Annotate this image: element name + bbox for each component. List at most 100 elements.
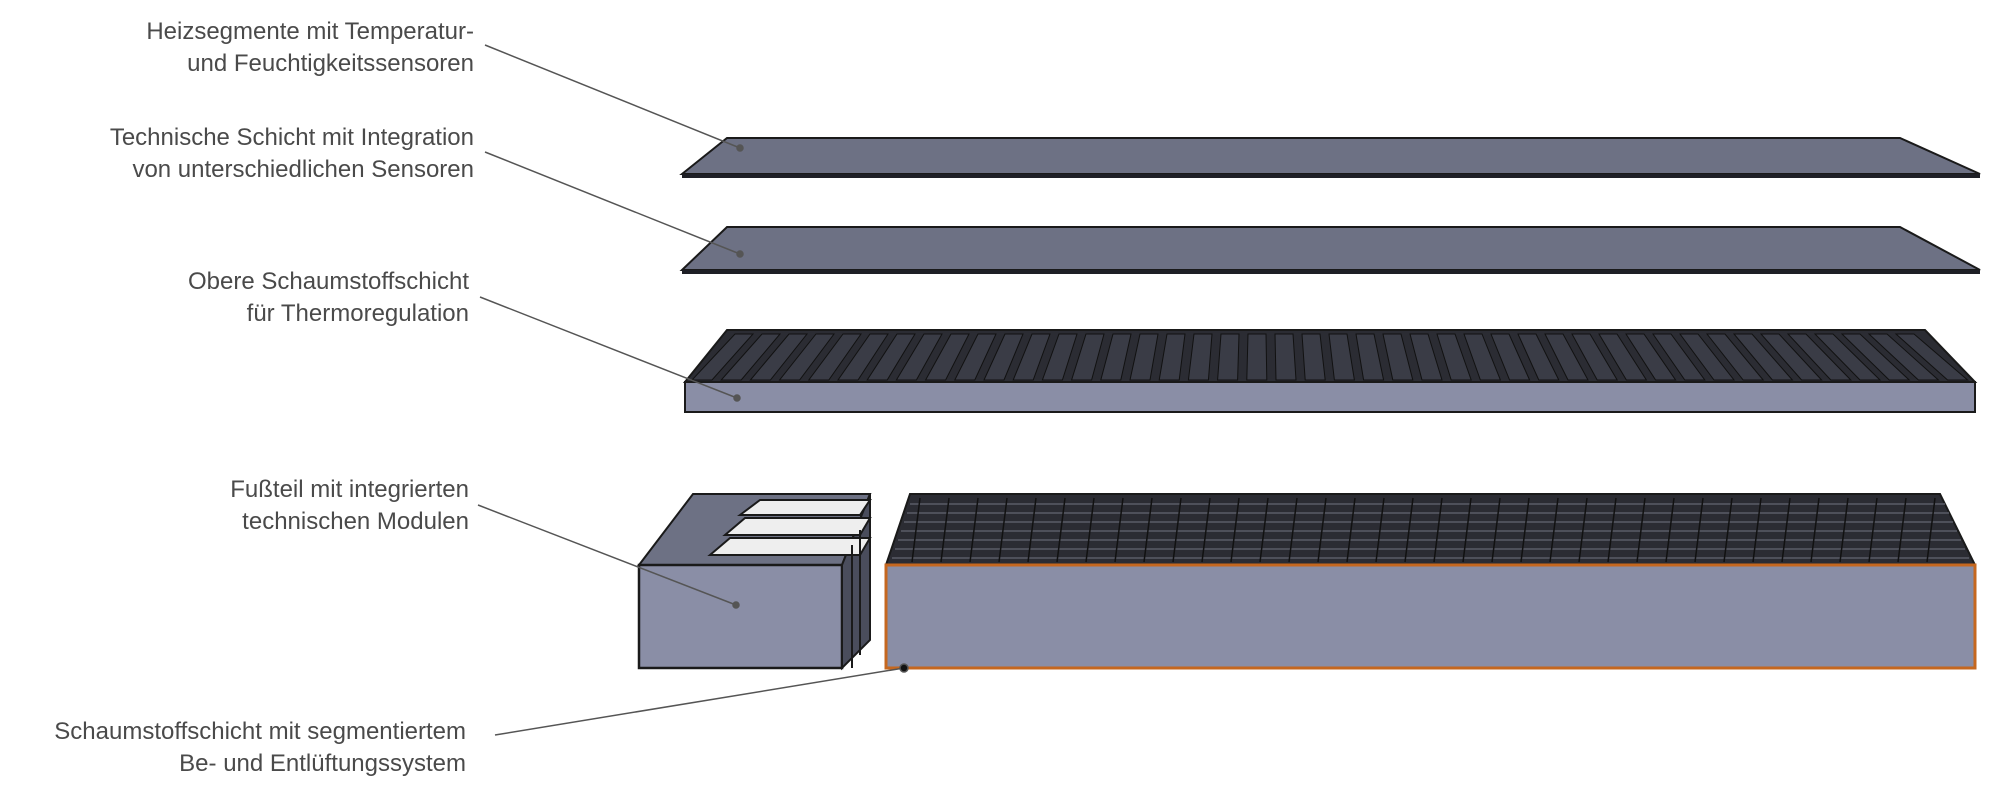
label-technical-layer-line1: Technische Schicht mit Integration bbox=[109, 124, 474, 151]
foam-rib bbox=[1328, 333, 1355, 381]
label-heating-segments-line1: Heizsegmente mit Temperatur- bbox=[146, 18, 474, 45]
base-channel-divider bbox=[1636, 497, 1646, 563]
foam-rib bbox=[1652, 333, 1706, 381]
foam-rib bbox=[778, 333, 835, 381]
base-channel-divider bbox=[1317, 497, 1327, 563]
base-channel-divider bbox=[1810, 497, 1820, 563]
base-channel-divider bbox=[1114, 497, 1124, 563]
foam-rib bbox=[983, 333, 1024, 381]
layer-heating-segments bbox=[679, 137, 1981, 178]
base-channel-divider bbox=[911, 497, 921, 563]
foam-rib bbox=[1070, 333, 1105, 381]
base-channel-divider bbox=[1230, 497, 1240, 563]
layer-foot-module bbox=[636, 493, 872, 671]
base-channel-divider bbox=[1868, 497, 1878, 563]
foam-rib bbox=[1679, 333, 1736, 381]
base-channel-divider bbox=[1520, 497, 1530, 563]
foam-rib bbox=[924, 333, 970, 381]
foam-rib bbox=[1100, 333, 1132, 381]
foam-rib bbox=[1625, 333, 1677, 381]
foam-rib bbox=[1129, 333, 1159, 381]
base-channel-divider bbox=[969, 497, 979, 563]
upper-foam-ribs bbox=[690, 333, 1969, 381]
foam-rib bbox=[837, 333, 889, 381]
foam-rib bbox=[1894, 333, 1969, 381]
base-channel-divider bbox=[1288, 497, 1298, 563]
foam-rib bbox=[1217, 333, 1240, 381]
label-foot-module: Fußteil mit integrierten technischen Mod… bbox=[230, 474, 469, 538]
foam-rib bbox=[1274, 333, 1297, 381]
base-channel-divider bbox=[1201, 497, 1211, 563]
foam-rib bbox=[1705, 333, 1765, 381]
foam-rib bbox=[953, 333, 997, 381]
label-upper-foam-line2: für Thermoregulation bbox=[246, 300, 469, 327]
foam-rib bbox=[1759, 333, 1823, 381]
base-channel-divider bbox=[1839, 497, 1849, 563]
foam-rib bbox=[1490, 333, 1531, 381]
base-channel-divider bbox=[1375, 497, 1385, 563]
foam-rib bbox=[720, 333, 782, 381]
foam-rib bbox=[1544, 333, 1589, 381]
label-foot-module-line2: technischen Modulen bbox=[242, 508, 469, 535]
foam-rib bbox=[1598, 333, 1648, 381]
base-channel-divider bbox=[1665, 497, 1675, 563]
label-technical-layer-line2: von unterschiedlichen Sensoren bbox=[132, 156, 474, 183]
foam-rib bbox=[1301, 333, 1326, 381]
foam-rib bbox=[1409, 333, 1443, 381]
foam-rib bbox=[807, 333, 862, 381]
base-channel-divider bbox=[1607, 497, 1617, 563]
foam-rib bbox=[1463, 333, 1502, 381]
label-heating-segments: Heizsegmente mit Temperatur- und Feuchti… bbox=[146, 16, 474, 80]
base-foam-channels bbox=[892, 497, 1969, 563]
base-channel-divider bbox=[1694, 497, 1704, 563]
base-channel-divider bbox=[1897, 497, 1907, 563]
foam-rib bbox=[1382, 333, 1414, 381]
foam-rib bbox=[1041, 333, 1078, 381]
base-channel-divider bbox=[1085, 497, 1095, 563]
label-base-foam-line2: Be- und Entlüftungssystem bbox=[179, 750, 466, 777]
label-base-foam-line1: Schaumstoffschicht mit segmentiertem bbox=[54, 718, 466, 745]
foam-rib bbox=[690, 333, 755, 381]
foam-rib bbox=[1246, 333, 1268, 381]
layer-technical-sensors bbox=[679, 226, 1981, 274]
foam-rib bbox=[1187, 333, 1213, 381]
base-channel-divider bbox=[1578, 497, 1588, 563]
label-technical-layer: Technische Schicht mit Integration von u… bbox=[110, 122, 474, 186]
base-channel-divider bbox=[1027, 497, 1037, 563]
layer-base-foam bbox=[884, 493, 1977, 670]
base-channel-divider bbox=[1462, 497, 1472, 563]
base-channel-divider bbox=[1752, 497, 1762, 563]
base-channel-divider bbox=[1491, 497, 1501, 563]
base-channel-divider bbox=[1723, 497, 1733, 563]
base-channel-divider bbox=[998, 497, 1008, 563]
label-foot-module-line1: Fußteil mit integrierten bbox=[230, 476, 469, 503]
base-channel-divider bbox=[940, 497, 950, 563]
label-base-foam: Schaumstoffschicht mit segmentiertem Be-… bbox=[54, 716, 466, 780]
foam-rib bbox=[1786, 333, 1852, 381]
base-channel-divider bbox=[1056, 497, 1066, 563]
base-channel-divider bbox=[1549, 497, 1559, 563]
foam-rib bbox=[1813, 333, 1882, 381]
foam-rib bbox=[866, 333, 916, 381]
foam-rib bbox=[749, 333, 809, 381]
foam-rib bbox=[1517, 333, 1560, 381]
base-channel-divider bbox=[1404, 497, 1414, 563]
base-channel-divider bbox=[1433, 497, 1443, 563]
base-channel-divider bbox=[1259, 497, 1269, 563]
base-channel-divider bbox=[1926, 497, 1936, 563]
foam-rib bbox=[1732, 333, 1794, 381]
label-heating-segments-line2: und Feuchtigkeitssensoren bbox=[187, 50, 474, 77]
foam-rib bbox=[895, 333, 943, 381]
foam-rib bbox=[1436, 333, 1472, 381]
foam-rib bbox=[1355, 333, 1385, 381]
foam-rib bbox=[1158, 333, 1186, 381]
layer-upper-foam bbox=[682, 329, 1978, 413]
base-channel-divider bbox=[1143, 497, 1153, 563]
base-channel-divider bbox=[1172, 497, 1182, 563]
foam-rib bbox=[1012, 333, 1051, 381]
foam-rib bbox=[1867, 333, 1940, 381]
base-channel-divider bbox=[1346, 497, 1356, 563]
label-upper-foam: Obere Schaumstoffschicht für Thermoregul… bbox=[188, 266, 469, 330]
foam-rib bbox=[1840, 333, 1911, 381]
